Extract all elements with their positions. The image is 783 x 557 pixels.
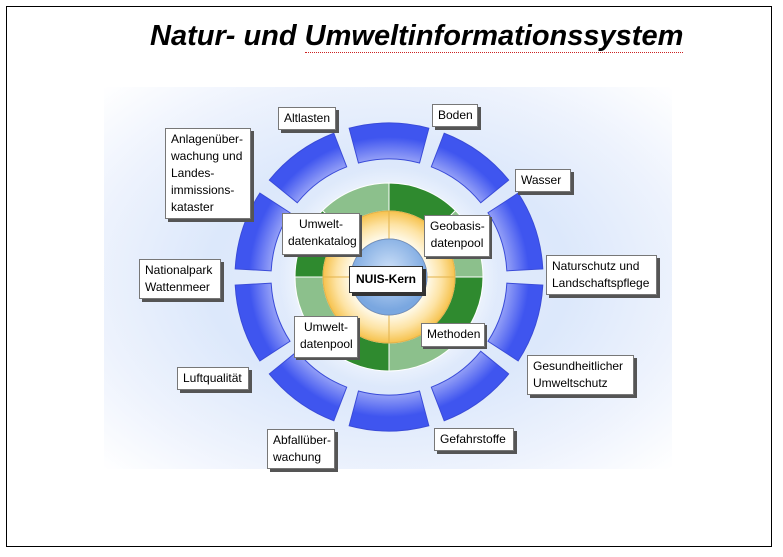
label-nationalpark-wattenmeer: Nationalpark Wattenmeer: [139, 259, 221, 299]
outer-ring-segment: [487, 282, 544, 362]
slide-frame: [6, 6, 772, 547]
label-altlasten: Altlasten: [278, 107, 336, 130]
label-umweltdatenpool: Umwelt- datenpool: [294, 316, 358, 358]
outer-ring-segment: [268, 350, 348, 422]
label-wasser: Wasser: [515, 169, 571, 192]
page-title: Natur- und Umweltinformationssystem: [150, 20, 690, 53]
label-gesundheitlicher-umweltschutz: Gesundheitlicher Umweltschutz: [527, 355, 634, 395]
label-geobasisdatenpool: Geobasis- datenpool: [424, 215, 490, 257]
label-anlagenueberwachung: Anlagenüber- wachung und Landes- immissi…: [165, 128, 251, 219]
label-abfallueberwachung: Abfallüber- wachung: [267, 429, 335, 469]
label-naturschutz: Naturschutz und Landschaftspflege: [546, 255, 657, 295]
label-methoden: Methoden: [421, 323, 485, 347]
label-boden: Boden: [432, 104, 478, 127]
outer-ring: [234, 122, 544, 432]
outer-ring-segment: [430, 132, 510, 204]
outer-ring-segment: [348, 122, 430, 164]
title-text: Natur- und: [150, 20, 305, 52]
outer-ring-segment: [348, 390, 430, 432]
label-gefahrstoffe: Gefahrstoffe: [434, 428, 514, 451]
outer-ring-segment: [234, 282, 291, 362]
label-umweltdatenkatalog: Umwelt- datenkatalog: [282, 213, 360, 255]
outer-ring-segment: [487, 192, 544, 272]
label-luftqualitaet: Luftqualität: [177, 367, 249, 390]
title-text-underlined: Umweltinformationssystem: [304, 20, 684, 53]
label-nuis-kern: NUIS-Kern: [349, 266, 423, 293]
outer-ring-segment: [234, 192, 291, 272]
outer-ring-segment: [430, 350, 510, 422]
outer-ring-segment: [268, 132, 348, 204]
